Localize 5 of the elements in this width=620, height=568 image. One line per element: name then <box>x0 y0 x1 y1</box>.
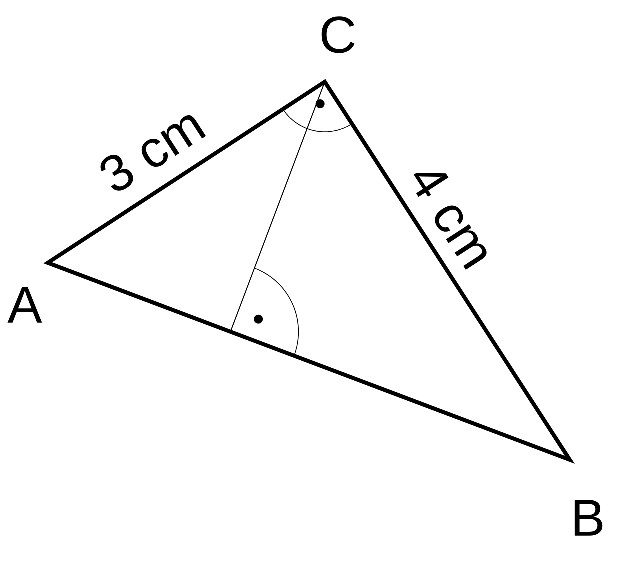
vertex-label: C <box>322 16 355 54</box>
vertex-label: A <box>8 287 42 323</box>
side-length: 3 cm <box>100 115 206 191</box>
side-length: 4 cm <box>414 173 487 270</box>
vertex-label: B <box>574 500 603 536</box>
